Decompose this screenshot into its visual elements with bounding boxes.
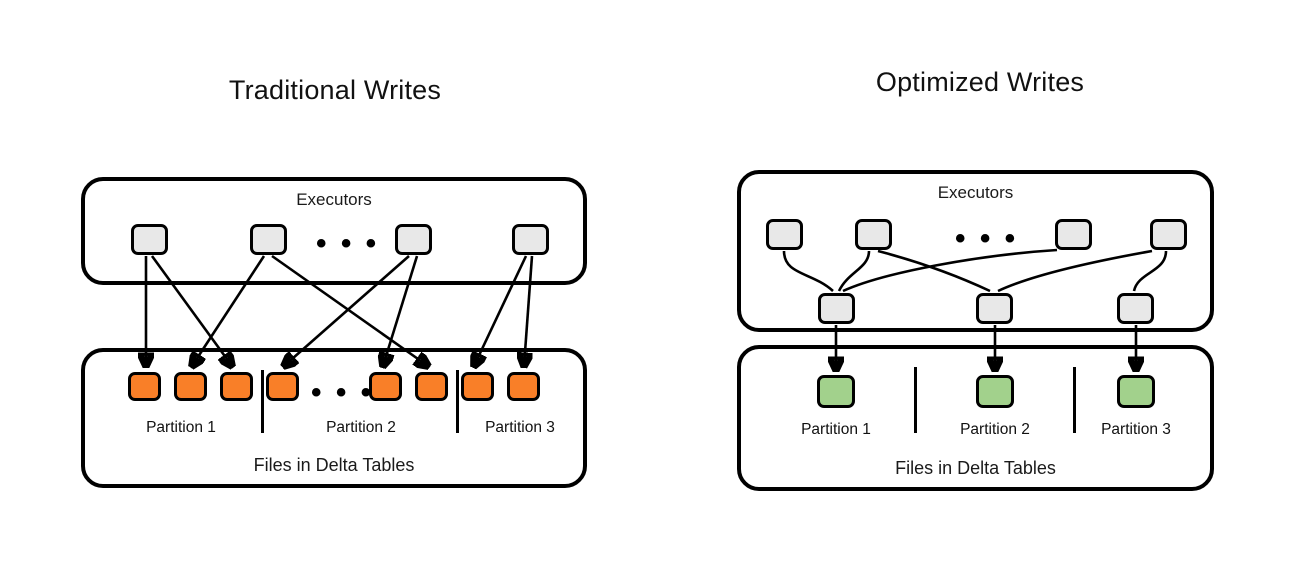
left-file-3[interactable] [220, 372, 253, 401]
right-shuffle-writer-2[interactable] [976, 293, 1013, 324]
left-partition-label-1: Partition 1 [146, 419, 216, 436]
right-partition-divider-2 [1073, 367, 1076, 433]
right-file-3[interactable] [1117, 375, 1155, 408]
left-partition-divider-2 [456, 370, 459, 433]
right-executor-2[interactable] [855, 219, 892, 250]
left-storage-container [81, 348, 587, 488]
right-executor-3[interactable] [1055, 219, 1092, 250]
right-executor-4[interactable] [1150, 219, 1187, 250]
right-file-1[interactable] [817, 375, 855, 408]
left-file-5[interactable] [369, 372, 402, 401]
right-shuffle-writer-1[interactable] [818, 293, 855, 324]
left-partition-label-2: Partition 2 [326, 419, 396, 436]
right-partition-label-3: Partition 3 [1101, 421, 1171, 438]
left-storage-label: Files in Delta Tables [253, 455, 415, 475]
left-executors-ellipsis: • • • [316, 227, 380, 260]
left-partition-label-3: Partition 3 [485, 419, 555, 436]
right-storage-label: Files in Delta Tables [895, 458, 1056, 478]
right-partition-divider-1 [914, 367, 917, 433]
left-executor-3[interactable] [395, 224, 432, 255]
left-executor-1[interactable] [131, 224, 168, 255]
page-title-traditional-writes: Traditional Writes [228, 75, 442, 105]
left-file-7[interactable] [461, 372, 494, 401]
left-file-8[interactable] [507, 372, 540, 401]
left-file-4[interactable] [266, 372, 299, 401]
page-title-optimized-writes: Optimized Writes [875, 67, 1085, 97]
right-shuffle-writer-3[interactable] [1117, 293, 1154, 324]
left-partition-divider-1 [261, 370, 264, 433]
left-executor-4[interactable] [512, 224, 549, 255]
right-executors-label: Executors [937, 183, 1014, 202]
left-file-2[interactable] [174, 372, 207, 401]
left-files-ellipsis: • • • [311, 376, 375, 409]
right-executors-ellipsis: • • • [955, 222, 1019, 255]
left-executor-2[interactable] [250, 224, 287, 255]
right-partition-label-2: Partition 2 [960, 421, 1030, 438]
left-file-6[interactable] [415, 372, 448, 401]
right-file-2[interactable] [976, 375, 1014, 408]
left-file-1[interactable] [128, 372, 161, 401]
right-partition-label-1: Partition 1 [801, 421, 871, 438]
left-executors-label: Executors [296, 190, 372, 209]
right-executor-1[interactable] [766, 219, 803, 250]
